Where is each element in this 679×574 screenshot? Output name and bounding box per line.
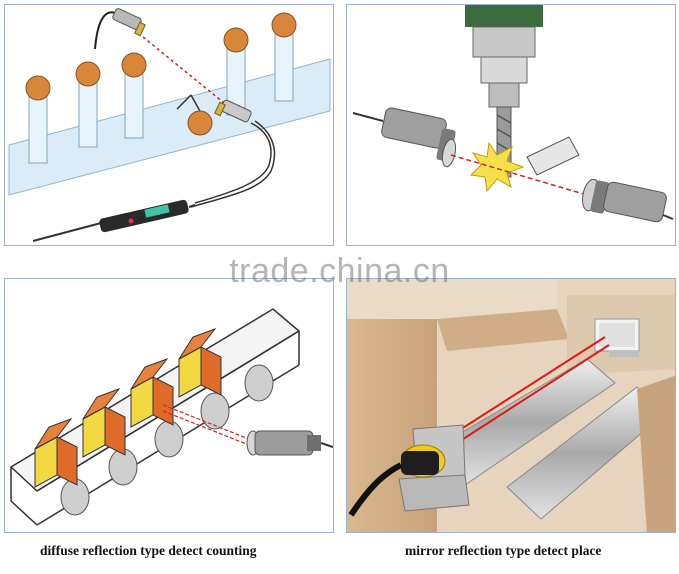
caption-mirror: mirror reflection type detect place	[405, 543, 602, 558]
laser-beam-4a	[454, 336, 606, 434]
illustration-conveyor-counting	[9, 308, 333, 526]
box-3	[130, 357, 174, 428]
right-sensor	[581, 178, 674, 223]
stick-ball-2	[75, 61, 101, 148]
impact-flash	[469, 141, 525, 193]
illustration-drill-sensor	[352, 5, 674, 223]
amplifier-unit	[32, 199, 196, 242]
left-sensor	[352, 107, 457, 168]
laser-beam-3b	[162, 410, 250, 446]
stick-ball-5	[271, 12, 297, 102]
diagram-box-counting	[4, 278, 334, 533]
box-2	[82, 387, 126, 458]
mirror-sensor	[348, 424, 470, 517]
top-sensor	[94, 8, 146, 50]
box-1	[34, 417, 78, 488]
diagram-drill-detection	[346, 4, 676, 246]
laser-beam-3a	[162, 404, 250, 440]
stick-ball-1	[25, 75, 51, 164]
rollers	[60, 364, 274, 516]
stick-ball-3	[121, 52, 147, 139]
detected-ball	[187, 110, 213, 136]
illustration-balls-sensor	[8, 8, 331, 242]
laser-beam-4b	[456, 344, 610, 444]
reflector-mirror	[594, 318, 640, 357]
receiver-sensor	[190, 99, 276, 208]
broken-bit	[526, 136, 580, 176]
illustration-mirror-reflection	[347, 279, 675, 532]
drill-head	[465, 5, 543, 178]
counting-sensor	[246, 430, 333, 456]
diagram-balls-on-sticks	[4, 4, 334, 246]
stick-ball-4	[223, 27, 249, 116]
box-4	[178, 327, 222, 398]
caption-diffuse: diffuse reflection type detect counting	[40, 543, 257, 558]
diagram-mirror-reflection	[346, 278, 676, 533]
laser-beam-1	[142, 36, 230, 108]
